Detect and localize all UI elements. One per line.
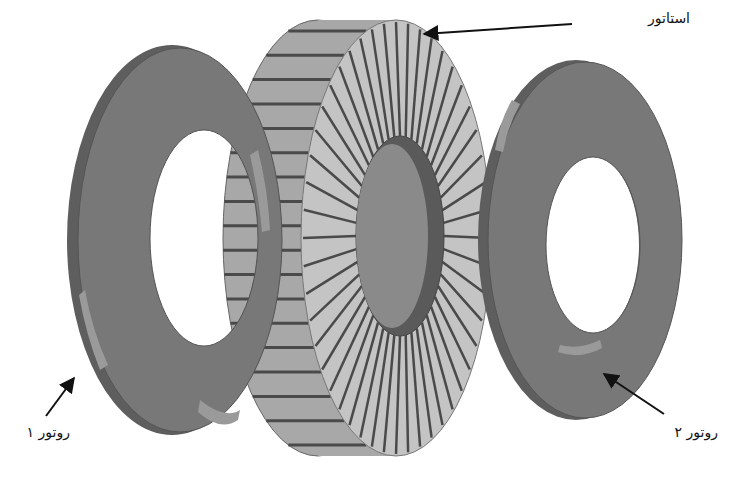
winding-turn	[306, 182, 357, 210]
part-label: روتور ۲	[675, 424, 718, 441]
leader-arrow	[46, 378, 74, 416]
magnet-segment	[558, 340, 602, 355]
winding-turn	[406, 24, 408, 137]
winding-turn	[288, 444, 366, 447]
winding-turn	[253, 78, 331, 81]
rotor-1	[67, 45, 282, 435]
rotor-face	[78, 48, 282, 432]
winding-turn	[306, 262, 357, 294]
magnet-segment	[79, 290, 108, 370]
winding-turn	[304, 249, 357, 266]
winding-turn	[288, 29, 366, 32]
rotor-face	[488, 62, 682, 418]
winding-turn	[266, 54, 344, 57]
winding-turn	[360, 38, 383, 143]
magnet-segment	[198, 400, 240, 425]
winding-turn	[422, 323, 443, 426]
stator-face	[301, 20, 491, 456]
winding-turn	[304, 210, 357, 223]
magnet-segment	[495, 100, 520, 152]
winding-turn	[310, 155, 359, 197]
part-label: استاتور	[648, 10, 690, 27]
winding-turn	[396, 336, 400, 454]
winding-turn	[396, 22, 400, 136]
magnet-segment	[250, 150, 270, 232]
winding-turn	[438, 130, 476, 186]
winding-turn	[443, 182, 486, 210]
winding-turn	[303, 236, 356, 238]
winding-turn	[266, 419, 344, 422]
winding-turn	[406, 335, 408, 452]
winding-turn	[253, 395, 331, 398]
part-label: روتور ۱	[27, 424, 70, 441]
winding-face	[303, 22, 489, 454]
stator-hole	[356, 136, 444, 336]
winding-turn	[384, 24, 394, 137]
leader-arrow	[604, 374, 664, 414]
winding-turn	[417, 38, 432, 143]
winding-turn	[310, 274, 359, 320]
leader-arrow	[424, 24, 572, 34]
winding-turn	[372, 333, 389, 447]
rotor-2	[478, 60, 682, 420]
stator-hole-inner	[356, 144, 428, 328]
winding-turn	[441, 155, 482, 197]
winding-turn	[243, 103, 321, 106]
winding-turn	[411, 333, 420, 447]
